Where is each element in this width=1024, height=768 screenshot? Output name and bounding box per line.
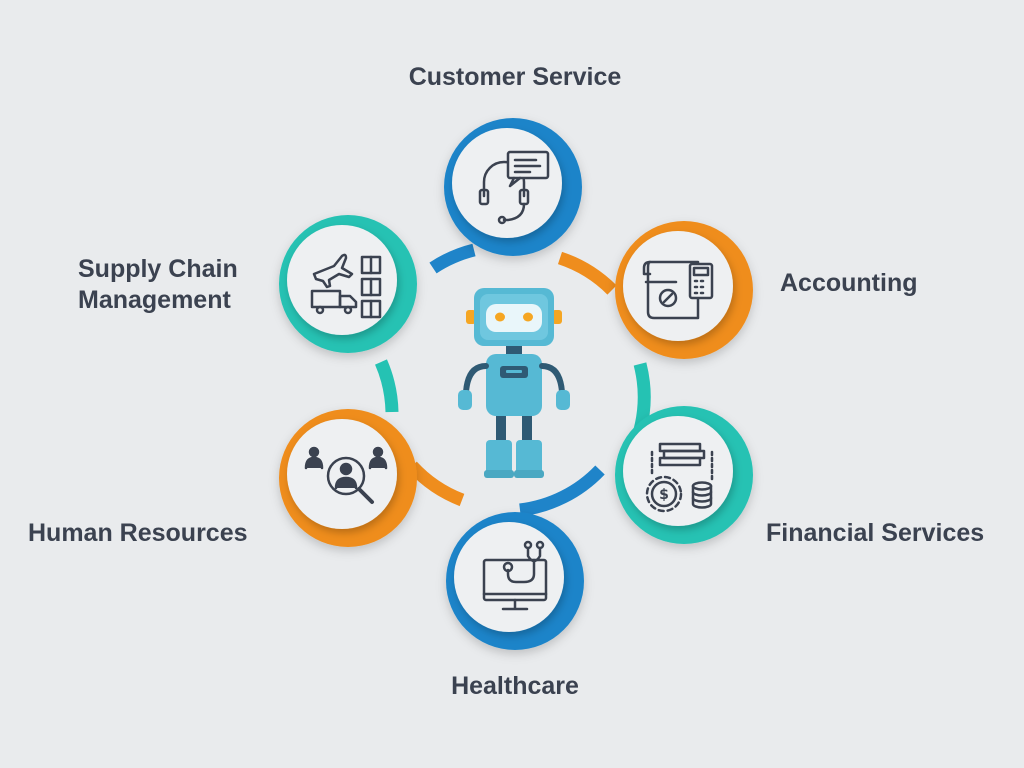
money-gear-coins-icon: $ — [645, 442, 714, 513]
label-accounting: Accounting — [780, 269, 918, 297]
people-search-icon — [304, 446, 388, 504]
svg-text:$: $ — [659, 487, 669, 503]
plane-truck-boxes-icon — [310, 253, 382, 319]
label-customer-service: Customer Service — [408, 63, 622, 91]
headset-chat-icon — [478, 150, 550, 225]
node-accounting — [615, 221, 753, 359]
arc-blue-top — [429, 243, 476, 274]
node-customer-service — [444, 118, 582, 256]
node-healthcare — [446, 512, 584, 650]
arc-blue-bottom — [519, 465, 605, 517]
monitor-stethoscope-icon — [482, 540, 548, 611]
node-human-resources — [279, 409, 417, 547]
node-financial-services: $ — [615, 406, 753, 544]
calculator-document-icon — [642, 260, 714, 320]
connector-arcs — [374, 243, 651, 517]
label-healthcare: Healthcare — [451, 672, 579, 700]
arc-orange-bottom — [407, 461, 465, 507]
arc-orange-top — [557, 251, 617, 295]
label-human-resources: Human Resources — [28, 519, 248, 547]
label-supply-chain: Supply Chain Management — [78, 255, 238, 314]
arc-teal-left — [374, 359, 399, 413]
robot-icon — [458, 288, 570, 478]
label-financial-services: Financial Services — [766, 519, 985, 547]
node-supply-chain — [279, 215, 417, 353]
